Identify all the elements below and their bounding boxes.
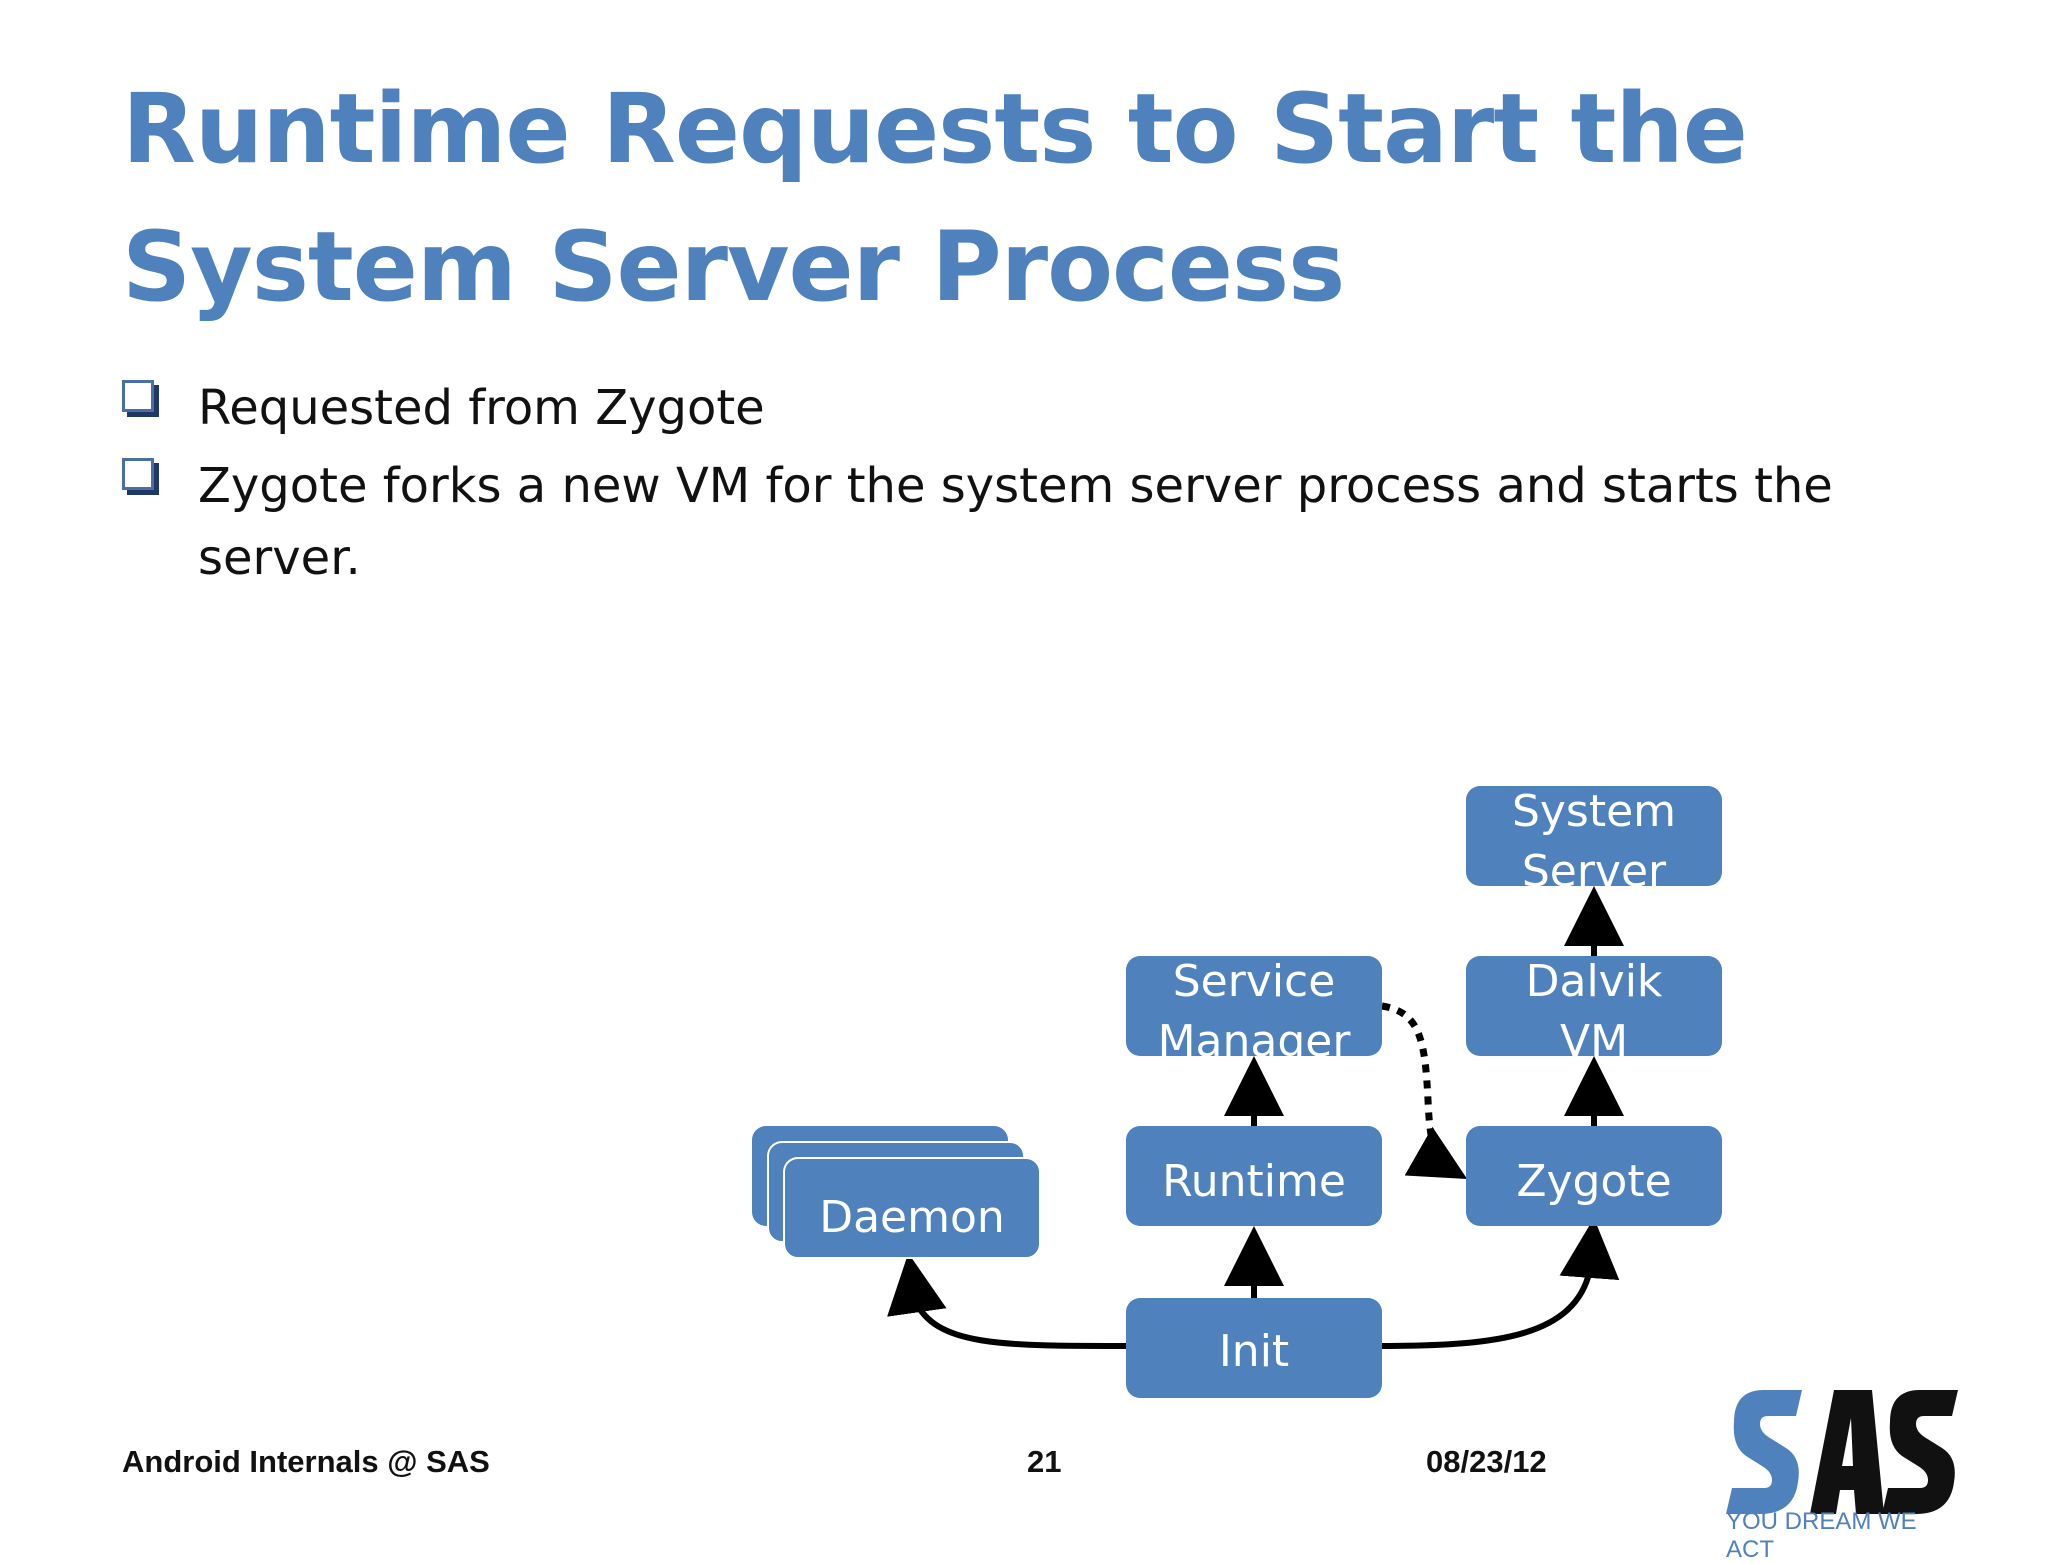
node-system-server: System Server [1466,786,1722,897]
connectors [887,886,1624,1349]
arrow-init-to-zygote [1379,1218,1620,1349]
node-daemon: Daemon [752,1126,1041,1259]
node-runtime-label: Runtime [1162,1156,1346,1207]
checkbox-bullet-icon [122,458,154,490]
footer-title: Android Internals @ SAS [122,1444,490,1479]
node-dalvik-vm: Dalvik VM [1466,956,1722,1067]
node-service-manager-line1: Service [1173,956,1336,1007]
node-dalvik-vm-line2: VM [1560,1016,1628,1067]
footer-date: 08/23/12 [1426,1444,1547,1479]
node-dalvik-vm-line1: Dalvik [1526,956,1663,1007]
sas-logo [1726,1390,1958,1514]
node-system-server-line1: System [1512,786,1676,837]
bullet-item: Zygote forks a new VM for the system ser… [122,450,1942,594]
node-zygote: Zygote [1466,1126,1722,1226]
node-system-server-line2: Server [1522,846,1667,897]
slide-title: Runtime Requests to Start the System Ser… [122,73,1748,323]
arrow-init-to-daemon [887,1253,1128,1349]
checkbox-bullet-icon [122,380,154,412]
node-service-manager-line2: Manager [1158,1016,1352,1067]
node-zygote-label: Zygote [1516,1156,1671,1207]
bullet-list: Requested from Zygote Zygote forks a new… [122,372,1942,600]
logo-tagline: YOU DREAM WE ACT [1726,1508,1917,1563]
node-init-label: Init [1219,1326,1289,1377]
node-service-manager: Service Manager [1126,956,1382,1067]
footer-page-number: 21 [1027,1444,1062,1479]
node-runtime: Runtime [1126,1126,1382,1226]
bullet-item: Requested from Zygote [122,372,1942,444]
arrow-service-manager-to-zygote [1381,1002,1468,1179]
bullet-text: Requested from Zygote [198,380,765,436]
node-init: Init [1126,1298,1382,1398]
node-daemon-label: Daemon [819,1192,1005,1243]
bullet-text: Zygote forks a new VM for the system ser… [198,458,1833,586]
